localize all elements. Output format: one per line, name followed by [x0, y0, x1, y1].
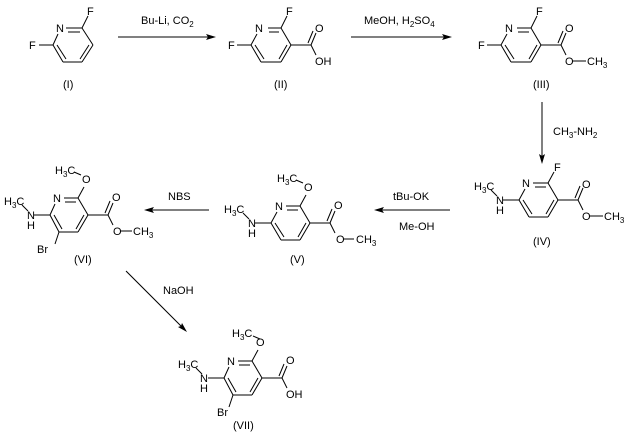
atom-o: O: [582, 211, 591, 223]
reagent-label: tBu-OK: [393, 191, 430, 203]
reaction-arrow-4: tBu-OK Me-OH: [374, 191, 450, 233]
reaction-arrow-6: NaOH: [125, 270, 194, 332]
methyl-group: H3C: [4, 196, 24, 210]
compound-label: (IV): [533, 236, 551, 248]
atom-o: O: [565, 56, 574, 68]
atom-n: N: [275, 201, 283, 213]
reaction-arrow-5: NBS: [144, 191, 209, 213]
methyl-group: CH3: [133, 226, 154, 240]
compound-label: (VI): [74, 254, 92, 266]
atom-h: H: [248, 228, 256, 240]
methyl-group: H3C: [224, 204, 244, 218]
atom-f: F: [228, 40, 235, 52]
atom-f: F: [536, 6, 543, 18]
atom-n: N: [227, 356, 235, 368]
atom-n: N: [27, 210, 35, 222]
reaction-arrow-3: CH3-NH2: [539, 102, 598, 164]
compound-label: (VII): [233, 420, 254, 432]
compound-II: N F F O OH (II): [228, 6, 332, 91]
reagent-label: Bu-Li, CO2: [141, 15, 194, 29]
atom-br: Br: [217, 407, 228, 419]
methoxy-methyl: H3C: [277, 173, 297, 187]
reagent-label: Me-OH: [399, 221, 435, 233]
reaction-arrow-1: Bu-Li, CO2: [118, 15, 216, 40]
reagent-label: NaOH: [163, 285, 194, 297]
reaction-arrow-2: MeOH, H2SO4: [351, 15, 452, 40]
atom-br: Br: [37, 244, 48, 256]
atom-n: N: [522, 178, 530, 190]
compound-label: (II): [274, 79, 287, 91]
atom-o: O: [286, 355, 295, 367]
methyl-group: CH3: [356, 234, 377, 248]
atom-oh: OH: [315, 56, 332, 68]
atom-o: O: [112, 192, 121, 204]
reagent-label: NBS: [168, 191, 191, 203]
atom-o: O: [304, 182, 313, 194]
atom-f: F: [87, 6, 94, 18]
atom-oh: OH: [286, 389, 303, 401]
atom-f: F: [286, 6, 293, 18]
atom-f: F: [29, 40, 36, 52]
compound-label: (V): [290, 254, 305, 266]
atom-o: O: [336, 234, 345, 246]
atom-n: N: [255, 23, 263, 35]
atom-o: O: [256, 337, 265, 349]
atom-h: H: [27, 220, 35, 232]
methoxy-methyl: H3C: [232, 328, 252, 342]
atom-o: O: [582, 179, 591, 191]
compound-VI: N O H3C O O CH3 N H H3C Br (VI): [4, 165, 154, 266]
compound-III: N F F O O CH3 (III): [478, 6, 608, 91]
reagent-label: MeOH, H2SO4: [364, 15, 435, 29]
methyl-group: H3C: [178, 359, 198, 373]
compound-label: (III): [533, 79, 550, 91]
atom-n: N: [248, 218, 256, 230]
atom-o: O: [334, 200, 343, 212]
methoxy-methyl: H3C: [55, 165, 75, 179]
atom-n: N: [53, 193, 61, 205]
atom-f: F: [478, 40, 485, 52]
atom-n: N: [496, 195, 504, 207]
methyl-group: CH3: [604, 211, 625, 225]
atom-n: N: [56, 23, 64, 35]
methyl-group: CH3: [587, 56, 608, 70]
compound-V: N O H3C O O CH3 N H H3C (V): [224, 173, 377, 266]
methyl-group: H3C: [474, 181, 494, 195]
reagent-label: CH3-NH2: [553, 126, 598, 140]
atom-h: H: [496, 205, 504, 217]
atom-n: N: [505, 23, 513, 35]
compound-label: (I): [63, 79, 73, 91]
atom-o: O: [315, 23, 324, 35]
atom-n: N: [200, 373, 208, 385]
atom-o: O: [565, 23, 574, 35]
compound-I: N F F (I): [29, 6, 94, 91]
compound-VII: N O H3C O OH N H H3C Br (VII): [178, 328, 303, 432]
atom-f: F: [554, 162, 561, 174]
atom-o: O: [113, 226, 122, 238]
atom-o: O: [82, 174, 91, 186]
compound-IV: N F O O CH3 N H H3C (IV): [474, 162, 625, 248]
atom-h: H: [200, 383, 208, 395]
